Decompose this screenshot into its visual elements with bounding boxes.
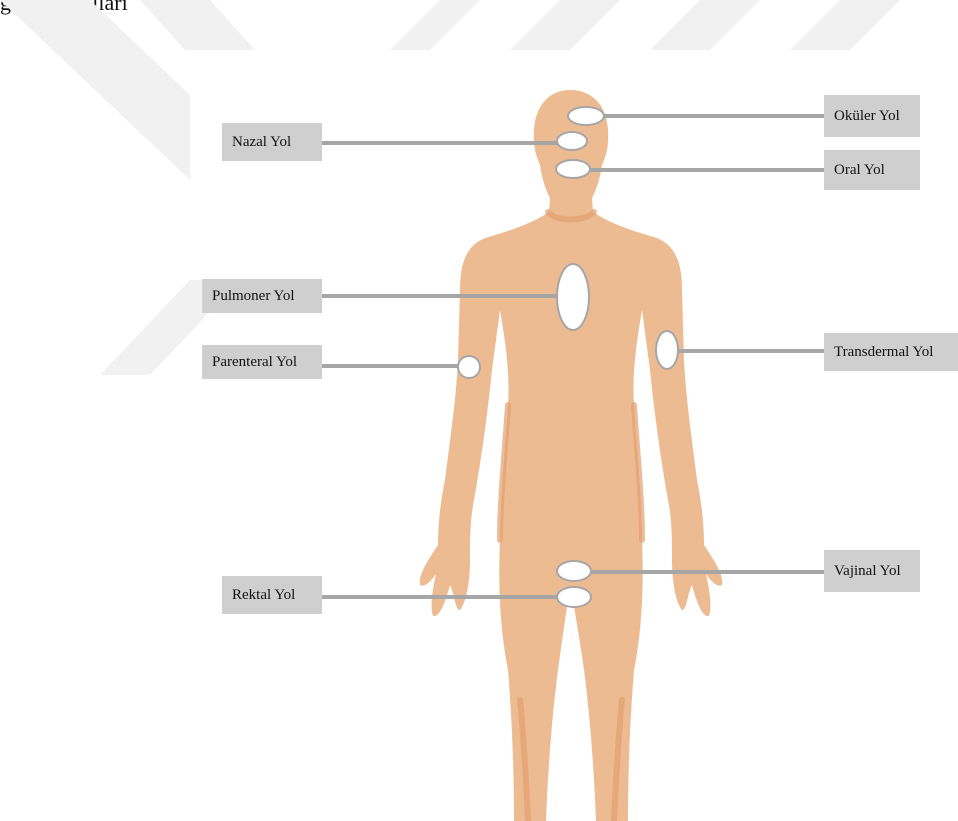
human-figure bbox=[420, 90, 723, 821]
label-okuler: Oküler Yol bbox=[824, 95, 920, 137]
body-silhouette bbox=[420, 90, 723, 821]
marker-nazal bbox=[557, 132, 587, 150]
marker-pulmoner bbox=[557, 264, 589, 330]
label-transdermal: Transdermal Yol bbox=[824, 333, 958, 371]
marker-parenteral bbox=[458, 356, 480, 378]
label-nazal: Nazal Yol bbox=[222, 123, 322, 161]
label-pulmoner: Pulmoner Yol bbox=[202, 279, 322, 313]
watermark-shapes bbox=[0, 0, 900, 375]
marker-oral bbox=[556, 160, 590, 178]
label-parenteral: Parenteral Yol bbox=[202, 345, 322, 379]
marker-okuler bbox=[568, 107, 604, 125]
marker-transdermal bbox=[656, 331, 678, 369]
marker-rektal bbox=[557, 587, 591, 607]
label-rektal: Rektal Yol bbox=[222, 576, 322, 614]
label-vajinal: Vajinal Yol bbox=[824, 550, 920, 592]
label-oral: Oral Yol bbox=[824, 150, 920, 190]
marker-vajinal bbox=[557, 561, 591, 581]
